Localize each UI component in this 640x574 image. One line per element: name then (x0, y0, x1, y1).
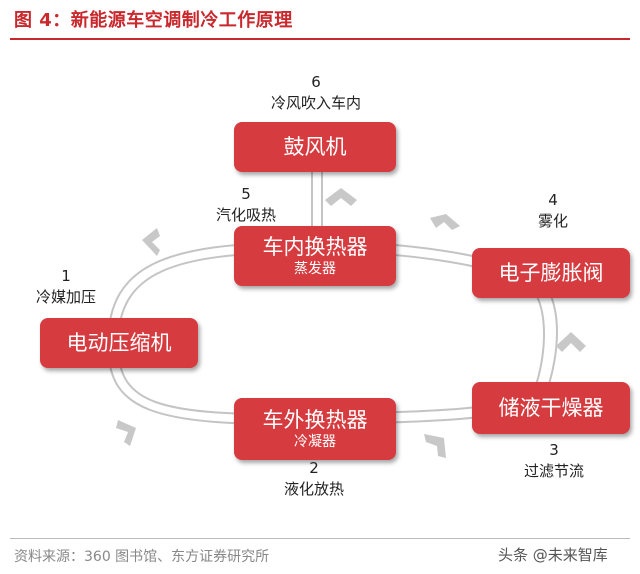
evaporator-sublabel: 蒸发器 (294, 260, 336, 277)
figure-title: 图 4：新能源车空调制冷工作原理 (14, 10, 293, 31)
expansion-valve-label: 电子膨胀阀 (498, 260, 604, 285)
source-note: 资料来源：360 图书馆、东方证券研究所 (14, 549, 270, 565)
compressor-node: 电动压缩机 (40, 318, 198, 368)
step-3-number: 3 (549, 441, 559, 459)
step-1-number: 1 (61, 267, 71, 285)
step-6-number: 6 (311, 73, 321, 91)
blower-node: 鼓风机 (234, 122, 396, 172)
blower-label: 鼓风机 (283, 134, 347, 159)
drier-label: 储液干燥器 (498, 395, 604, 420)
step-5-text: 汽化吸热 (215, 206, 276, 224)
evaporator-node: 车内换热器 蒸发器 (234, 226, 396, 286)
step-1-text: 冷媒加压 (35, 288, 96, 306)
step-3-text: 过滤节流 (523, 462, 584, 480)
step-4-number: 4 (548, 191, 558, 209)
flow-arrow-bottom-right (424, 434, 446, 458)
flow-arrow-top-right (430, 214, 460, 230)
step-1-label: 1 冷媒加压 (16, 266, 116, 308)
step-2-label: 2 液化放热 (264, 458, 364, 500)
condenser-node: 车外换热器 冷凝器 (234, 398, 396, 460)
evaporator-label: 车内换热器 (262, 235, 368, 260)
step-2-number: 2 (309, 459, 319, 477)
watermark: 头条 @未来智库 (498, 546, 608, 564)
flow-arrow-up-blower (325, 188, 357, 206)
source-divider (10, 538, 630, 539)
step-4-label: 4 雾化 (508, 190, 598, 232)
step-4-text: 雾化 (537, 212, 568, 230)
step-2-text: 液化放热 (283, 480, 344, 498)
flow-arrow-evaporator-left (142, 228, 160, 256)
condenser-label: 车外换热器 (262, 408, 368, 433)
drier-node: 储液干燥器 (472, 382, 630, 434)
step-3-label: 3 过滤节流 (504, 440, 604, 482)
step-5-number: 5 (241, 185, 251, 203)
compressor-label: 电动压缩机 (66, 330, 172, 355)
condenser-sublabel: 冷凝器 (294, 433, 336, 450)
step-5-label: 5 汽化吸热 (196, 184, 296, 226)
flow-arrow-up-right (556, 332, 586, 352)
expansion-valve-node: 电子膨胀阀 (472, 248, 630, 298)
step-6-text: 冷风吹入车内 (270, 94, 361, 112)
refrigerant-pipe-outer (106, 240, 558, 426)
step-6-label: 6 冷风吹入车内 (236, 72, 396, 114)
flow-arrow-bottom-left (116, 420, 136, 446)
title-divider (10, 38, 630, 40)
